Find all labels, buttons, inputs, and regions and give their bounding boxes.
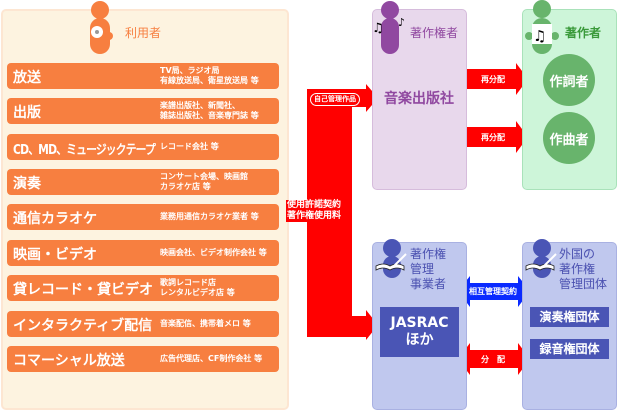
user-row-examples: 映画会社、ビデオ制作会社 等 <box>160 248 267 257</box>
user-row-name: 出版 <box>13 105 41 121</box>
svg-text:♫: ♫ <box>372 21 384 36</box>
foreign-person-reading-icon <box>525 239 557 278</box>
user-person-icon <box>90 1 113 54</box>
license-arrow <box>307 84 378 340</box>
self-managed-label: 自己管理作品 <box>310 93 360 106</box>
svg-text:♪: ♪ <box>398 16 405 29</box>
user-row-name: 映画・ビデオ <box>13 247 97 263</box>
redistribute-label-2: 再分配 <box>481 133 505 142</box>
author-person-icon: ♫ <box>525 0 559 54</box>
user-row-name: インタラクティブ配信 <box>13 318 153 334</box>
user-row: 演奏 コンサート会場、映画館 カラオケ店 等 <box>7 169 279 195</box>
user-row-examples: レコード会社 等 <box>160 142 219 151</box>
user-row-name: コマーシャル放送 <box>13 353 125 369</box>
mutual-arrow <box>458 276 530 307</box>
user-row-examples: コンサート会場、映画館 カラオケ店 等 <box>160 172 248 191</box>
user-row: 映画・ビデオ 映画会社、ビデオ制作会社 等 <box>7 240 279 266</box>
user-row: 出版 楽譜出版社、新聞社、 雑誌出版社、音楽専門誌 等 <box>7 98 279 124</box>
svg-text:♫: ♫ <box>533 27 546 45</box>
author-title: 著作者 <box>565 26 602 40</box>
publisher-person-icon: ♫♪ <box>372 1 405 54</box>
publisher-title: 著作権者 <box>410 26 459 40</box>
user-row-name: 放送 <box>13 70 41 86</box>
user-row-examples: 楽譜出版社、新聞社、 雑誌出版社、音楽専門誌 等 <box>160 101 259 120</box>
user-row: 放送 TV局、ラジオ局 有線放送局、衛星放送局 等 <box>7 63 279 89</box>
user-row-examples: 音楽配信、携帯着メロ 等 <box>160 319 251 328</box>
distribute-arrow <box>458 343 530 375</box>
user-row: CD、MD、ミュージックテープレコード会社 等 <box>7 134 279 160</box>
user-row: 通信カラオケ 業務用通信カラオケ業者 等 <box>7 204 279 230</box>
distribute-label: 分 配 <box>481 355 505 364</box>
user-row-examples: 歌詞レコード店 レンタルビデオ店 等 <box>160 278 235 297</box>
society-person-reading-icon <box>375 239 407 278</box>
mutual-label: 相互管理契約 <box>469 287 517 296</box>
user-row: コマーシャル放送 広告代理店、CF制作会社 等 <box>7 346 279 372</box>
composer-circle: 作曲者 <box>543 112 595 164</box>
redistribute-arrow-1 <box>463 63 528 95</box>
publisher-name: 音楽出版社 <box>384 91 454 107</box>
lyricist-circle: 作詞者 <box>543 54 595 106</box>
user-row-name: CD、MD、ミュージックテープ <box>13 143 156 158</box>
user-row: インタラクティブ配信音楽配信、携帯着メロ 等 <box>7 311 279 337</box>
user-row-examples: 業務用通信カラオケ業者 等 <box>160 212 259 221</box>
user-row-name: 演奏 <box>13 176 41 192</box>
redistribute-label-1: 再分配 <box>481 75 505 84</box>
performing-rights-box: 演奏権団体 <box>530 307 609 327</box>
users-title: 利用者 <box>125 26 162 40</box>
redistribute-arrow-2 <box>463 121 528 153</box>
user-row-examples: TV局、ラジオ局 有線放送局、衛星放送局 等 <box>160 66 259 85</box>
user-row-examples: 広告代理店、CF制作会社 等 <box>160 354 263 363</box>
jasrac-box: JASRAC ほか <box>380 307 459 357</box>
recording-rights-box: 録音権団体 <box>530 339 609 359</box>
foreign-title: 外国の 著作権 管理団体 <box>559 247 608 291</box>
license-label: 使用許諾契約 著作権使用料 <box>286 200 343 222</box>
society-title: 著作権 管理 事業者 <box>410 247 447 291</box>
user-row-name: 貸レコード・貸ビデオ <box>13 282 153 298</box>
user-row-name: 通信カラオケ <box>13 211 97 227</box>
user-row: 貸レコード・貸ビデオ歌詞レコード店 レンタルビデオ店 等 <box>7 275 279 301</box>
